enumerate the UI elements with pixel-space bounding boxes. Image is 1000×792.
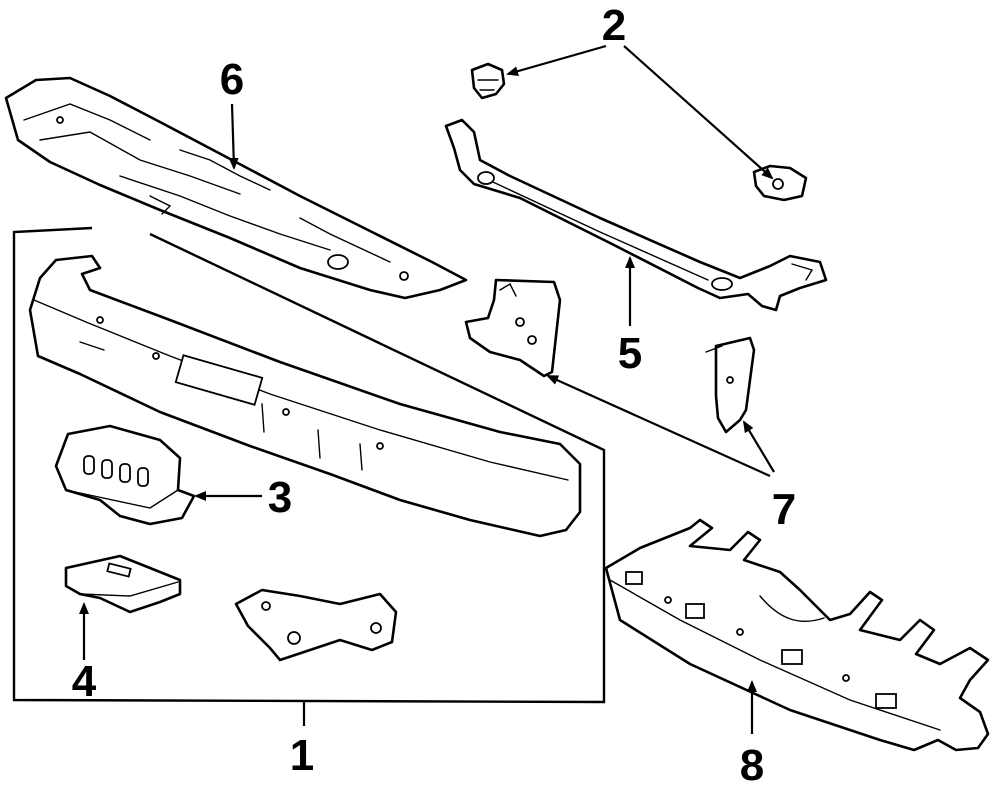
callout-3: 3 (268, 473, 292, 522)
bracket-7a (464, 278, 562, 378)
clip-4 (64, 554, 182, 614)
cover-panel-6 (4, 76, 468, 300)
bracket-7b (705, 336, 756, 434)
lower-shield-8 (604, 518, 990, 752)
callout-6: 6 (220, 55, 244, 104)
support-bar-5 (444, 118, 828, 312)
callout-5: 5 (618, 329, 642, 378)
fastener-2a (470, 62, 506, 100)
fastener-2b (752, 164, 808, 202)
mount-bracket (234, 588, 398, 662)
leader-lines (79, 44, 775, 734)
assembly-bracket (12, 226, 606, 704)
callout-4: 4 (72, 657, 97, 706)
callout-2: 2 (602, 1, 626, 50)
absorber-3 (54, 424, 196, 526)
callout-7: 7 (772, 485, 796, 534)
bumper-bar (28, 254, 582, 538)
callout-8: 8 (740, 741, 764, 790)
callout-1: 1 (290, 731, 314, 780)
